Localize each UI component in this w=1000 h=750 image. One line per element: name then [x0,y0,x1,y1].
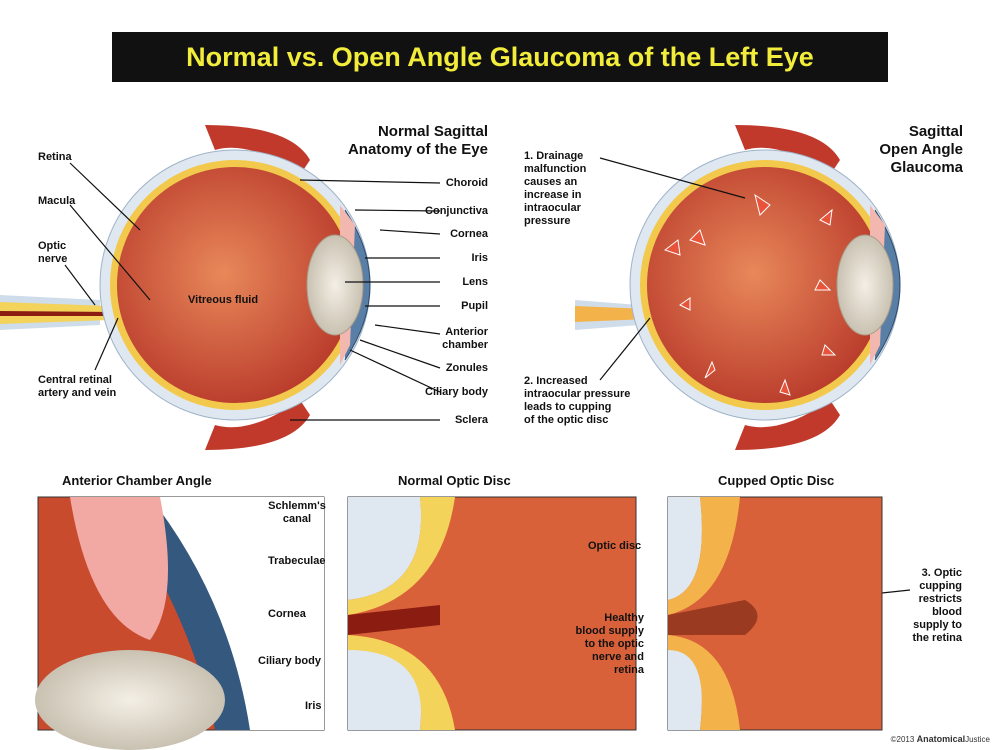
heading-line: Sagittal [908,123,963,140]
label-pupil: Pupil [461,300,488,312]
label-angle-ciliary: Ciliary body [258,655,321,667]
label-line: chamber [442,339,488,351]
heading-line: Open Angle [879,141,963,158]
pressure-arrows [663,193,837,396]
heading-line: Glaucoma [890,159,963,176]
label-line: Healthy [604,612,644,624]
label-line: blood supply [575,625,644,637]
label-choroid: Choroid [445,177,488,189]
label-trabeculae: Trabeculae [268,555,326,567]
label-conjunctiva: Conjunctiva [425,205,488,217]
label-iris: Iris [471,252,488,264]
panel-title-cupped-disc: Cupped Optic Disc [718,473,835,488]
lens [306,234,364,336]
note-line: 2. Increased [524,375,588,387]
label-line: nerve and [592,651,644,663]
title-bar: Normal vs. Open Angle Glaucoma of the Le… [112,32,888,82]
copyright: ©2013 AnatomicalJustice [891,734,990,744]
label-line: nerve [38,253,68,265]
label-line: supply to [913,619,962,631]
label-zonules: Zonules [445,362,488,374]
copyright-brand: Anatomical [916,734,966,744]
label-macula: Macula [38,195,76,207]
label-line: retina [614,664,644,676]
label-retina: Retina [38,151,72,163]
note-line: leads to cupping [524,401,612,413]
vitreous [117,167,353,403]
label-line: restricts [918,593,962,605]
note-line: causes an [524,176,578,188]
lower-eyelid-muscle [205,400,310,450]
anterior-angle-panel [35,496,325,750]
label-line: Anterior [445,326,488,338]
note-line: increase in [524,189,582,201]
label-sclera: Sclera [454,414,488,426]
note-line: intraocular [524,202,581,214]
panel-title-normal-disc: Normal Optic Disc [398,473,511,488]
label-line: artery and vein [38,387,117,399]
copyright-year: ©2013 [890,735,915,744]
normal-eye-drawing [0,125,371,450]
label-line: 3. Optic [921,567,962,579]
glaucoma-eye-drawing [575,125,901,450]
label-optic-disc: Optic disc [588,540,642,552]
label-line: blood [932,606,962,618]
title: Normal vs. Open Angle Glaucoma of the Le… [186,41,814,72]
label-angle-iris: Iris [305,700,322,712]
heading-line: Anatomy of the Eye [347,141,488,158]
label-angle-cornea: Cornea [268,608,306,620]
note-line: of the optic disc [524,414,609,426]
label-vitreous: Vitreous fluid [188,294,259,306]
label-lens: Lens [462,276,488,288]
label-ciliary-body: Ciliary body [425,386,488,398]
note-line: intraocular pressure [524,388,631,400]
label-line: Central retinal [38,374,112,386]
heading-line: Normal Sagittal [377,123,488,140]
label-line: cupping [919,580,962,592]
note-line: 1. Drainage [524,150,584,162]
label-cornea: Cornea [450,228,488,240]
label-line: the retina [912,632,962,644]
label-line: Schlemm's [268,500,326,512]
retinal-vessels [0,311,115,316]
note-line: pressure [524,215,571,227]
normal-disc-panel [347,496,637,731]
copyright-suffix: Justice [965,735,990,744]
label-line: Optic [38,240,67,252]
label-line: canal [282,513,312,525]
panel-title-angle: Anterior Chamber Angle [62,473,212,488]
note-line: malfunction [524,163,587,175]
cupped-disc-panel [667,496,883,731]
label-line: to the optic [584,638,644,650]
